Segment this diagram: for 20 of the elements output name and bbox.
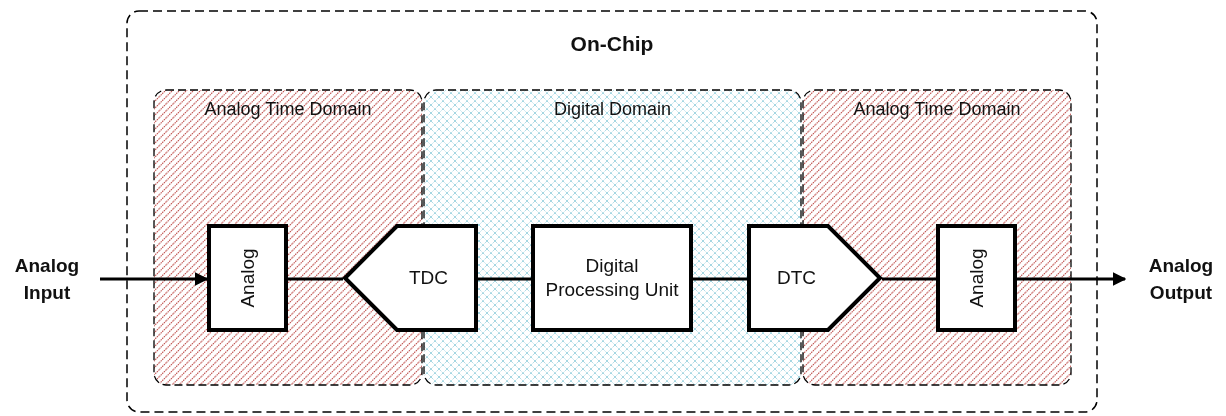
output-label: Analog Output bbox=[1147, 254, 1215, 305]
input-label: Analog Input bbox=[13, 254, 81, 305]
converter-block bbox=[747, 224, 882, 332]
arrow bbox=[1017, 272, 1127, 286]
converter-block bbox=[343, 224, 478, 332]
block-box bbox=[207, 224, 288, 332]
region-title: Analog Time Domain bbox=[852, 99, 1022, 120]
block-label: TDC bbox=[407, 266, 450, 290]
connector-line bbox=[693, 277, 747, 281]
region-title: Digital Domain bbox=[552, 99, 672, 120]
block-box bbox=[531, 224, 693, 332]
region-title: Analog Time Domain bbox=[203, 99, 373, 120]
block-label: Analog bbox=[235, 247, 259, 310]
block-label: DTC bbox=[775, 266, 818, 290]
arrow bbox=[100, 272, 209, 286]
block-label: Digital Processing Unit bbox=[544, 254, 680, 302]
region-title: On-Chip bbox=[569, 32, 655, 56]
chip-boundary bbox=[126, 10, 1098, 413]
block-label: Analog bbox=[964, 247, 988, 310]
block-box bbox=[936, 224, 1017, 332]
